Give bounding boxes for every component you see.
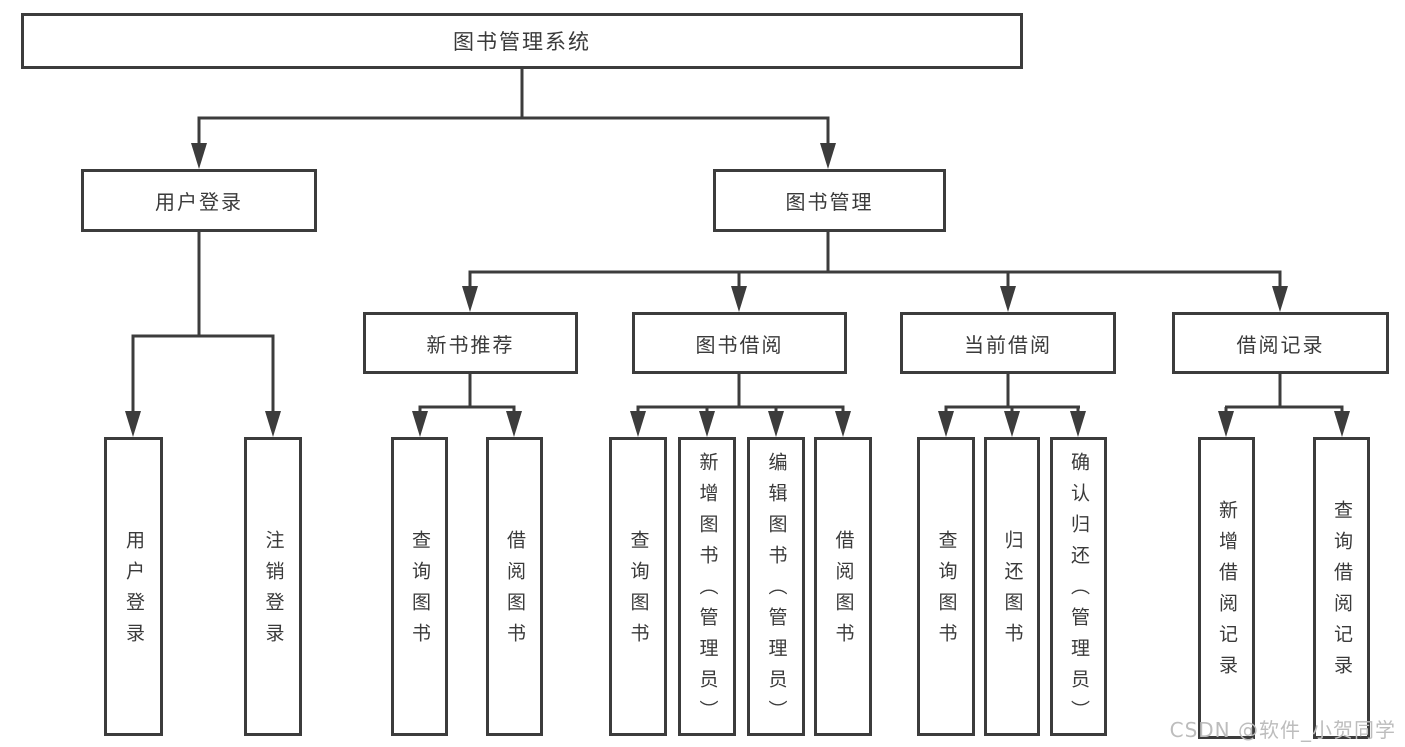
arrowhead-icon bbox=[938, 411, 954, 437]
leaf-logout: 注销登录 bbox=[244, 437, 302, 736]
arrowhead-icon bbox=[1000, 286, 1016, 312]
arrowhead-icon bbox=[191, 143, 207, 169]
arrowhead-icon bbox=[1070, 411, 1086, 437]
arrowhead-icon bbox=[820, 143, 836, 169]
node-new-book-recommendation: 新书推荐 bbox=[363, 312, 578, 374]
leaf-current-confirm-return-admin: 确认归还（管理员） bbox=[1050, 437, 1107, 736]
arrowhead-icon bbox=[699, 411, 715, 437]
arrowhead-icon bbox=[731, 286, 747, 312]
leaf-newbook-query-books: 查询图书 bbox=[391, 437, 448, 736]
leaf-borrow-query-books: 查询图书 bbox=[609, 437, 667, 736]
arrowhead-icon bbox=[462, 286, 478, 312]
arrowhead-icon bbox=[835, 411, 851, 437]
csdn-watermark: CSDN @软件_小贺同学 bbox=[1169, 718, 1396, 742]
leaf-borrow-borrow-books: 借阅图书 bbox=[814, 437, 872, 736]
node-book-borrowing: 图书借阅 bbox=[632, 312, 847, 374]
arrowhead-icon bbox=[1272, 286, 1288, 312]
node-current-borrowing: 当前借阅 bbox=[900, 312, 1116, 374]
arrowhead-icon bbox=[1218, 411, 1234, 437]
leaf-records-add-borrow-record: 新增借阅记录 bbox=[1198, 437, 1255, 739]
node-library-management-system: 图书管理系统 bbox=[21, 13, 1023, 69]
arrowhead-icon bbox=[125, 411, 141, 437]
leaf-current-query-books: 查询图书 bbox=[917, 437, 975, 736]
arrowhead-icon bbox=[412, 411, 428, 437]
leaf-current-return-books: 归还图书 bbox=[984, 437, 1040, 736]
arrowhead-icon bbox=[768, 411, 784, 437]
arrowhead-icon bbox=[265, 411, 281, 437]
arrowhead-icon bbox=[1334, 411, 1350, 437]
leaf-newbook-borrow-books: 借阅图书 bbox=[486, 437, 543, 736]
node-user-login: 用户登录 bbox=[81, 169, 317, 232]
arrowhead-icon bbox=[630, 411, 646, 437]
leaf-user-login: 用户登录 bbox=[104, 437, 163, 736]
arrowhead-icon bbox=[506, 411, 522, 437]
leaf-borrow-add-books-admin: 新增图书（管理员） bbox=[678, 437, 736, 736]
arrowhead-icon bbox=[1004, 411, 1020, 437]
leaf-borrow-edit-books-admin: 编辑图书（管理员） bbox=[747, 437, 805, 736]
node-book-management: 图书管理 bbox=[713, 169, 946, 232]
leaf-records-query-borrow-record: 查询借阅记录 bbox=[1313, 437, 1370, 739]
node-borrowing-records: 借阅记录 bbox=[1172, 312, 1389, 374]
